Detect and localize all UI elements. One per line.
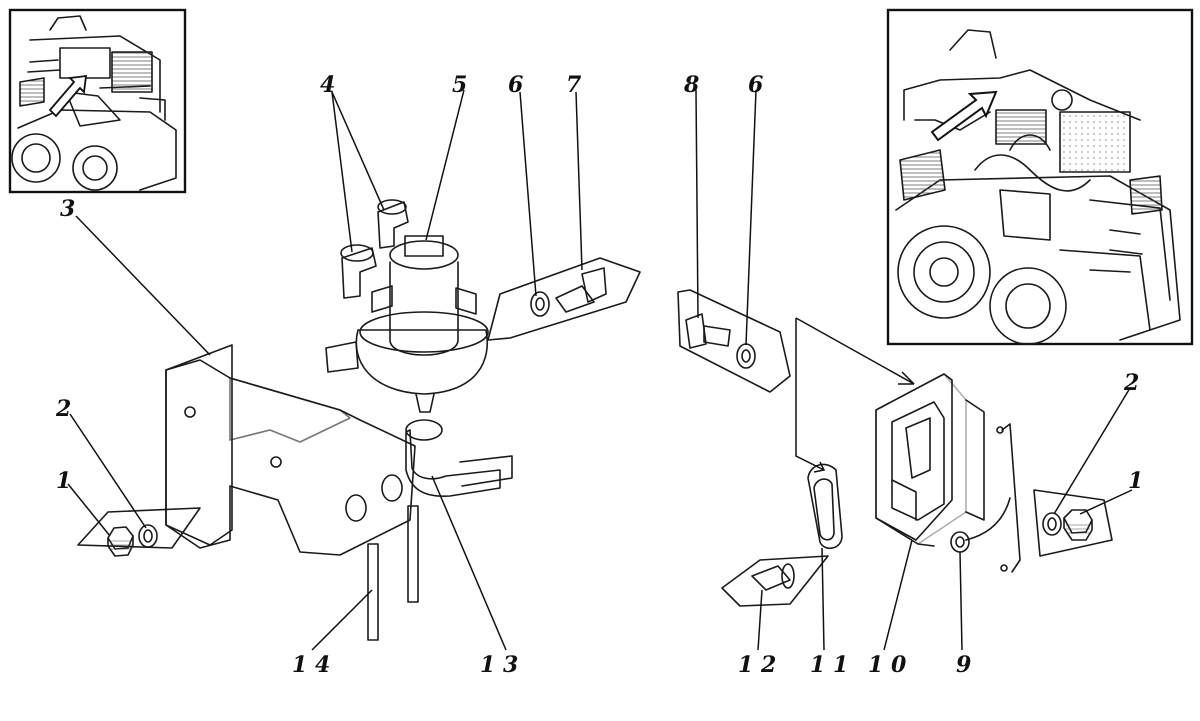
callout-9: 9 (956, 652, 971, 678)
left-fastener-group (77, 507, 201, 557)
callout-8: 8 (683, 72, 699, 98)
callout-14: 1 4 (292, 652, 330, 678)
screw-group (721, 555, 829, 607)
callout-13: 1 3 (480, 652, 518, 678)
bolt-washer-group-right (677, 289, 791, 393)
callout-4: 4 (320, 72, 335, 98)
left-inset-vehicle-view (8, 8, 187, 194)
callout-2-right: 2 (1123, 370, 1139, 396)
callout-labels: 1 2 3 4 5 6 7 8 6 2 1 1 2 1 1 1 0 9 1 3 … (55, 72, 1143, 678)
studs (367, 505, 419, 641)
callout-7: 7 (566, 72, 582, 98)
callout-2-left: 2 (55, 396, 71, 422)
lead-wire (950, 423, 1021, 573)
callout-12: 1 2 (738, 652, 776, 678)
assembly-arrows (795, 317, 915, 473)
callout-6-top: 6 (508, 72, 523, 98)
callout-10: 1 0 (868, 652, 907, 678)
callout-1-left: 1 (56, 468, 71, 494)
callout-5: 5 (452, 72, 467, 98)
callout-1-right: 1 (1128, 468, 1143, 494)
callout-3: 3 (60, 196, 75, 222)
leader-lines (67, 89, 1133, 651)
callout-11: 1 1 (810, 652, 848, 678)
elbow-fittings (340, 199, 409, 299)
mounting-bracket (165, 344, 416, 556)
washer-left (138, 524, 158, 548)
nut-left (107, 526, 134, 557)
right-inset-vehicle-view (886, 8, 1194, 346)
callout-6-right: 6 (748, 72, 763, 98)
right-fastener-group (1033, 489, 1113, 557)
filter-housing (325, 235, 489, 413)
bolt-washer-group-top (487, 257, 641, 341)
relay-box-case (875, 373, 985, 547)
hose-elbow (405, 419, 513, 497)
cover-plate (807, 463, 843, 549)
